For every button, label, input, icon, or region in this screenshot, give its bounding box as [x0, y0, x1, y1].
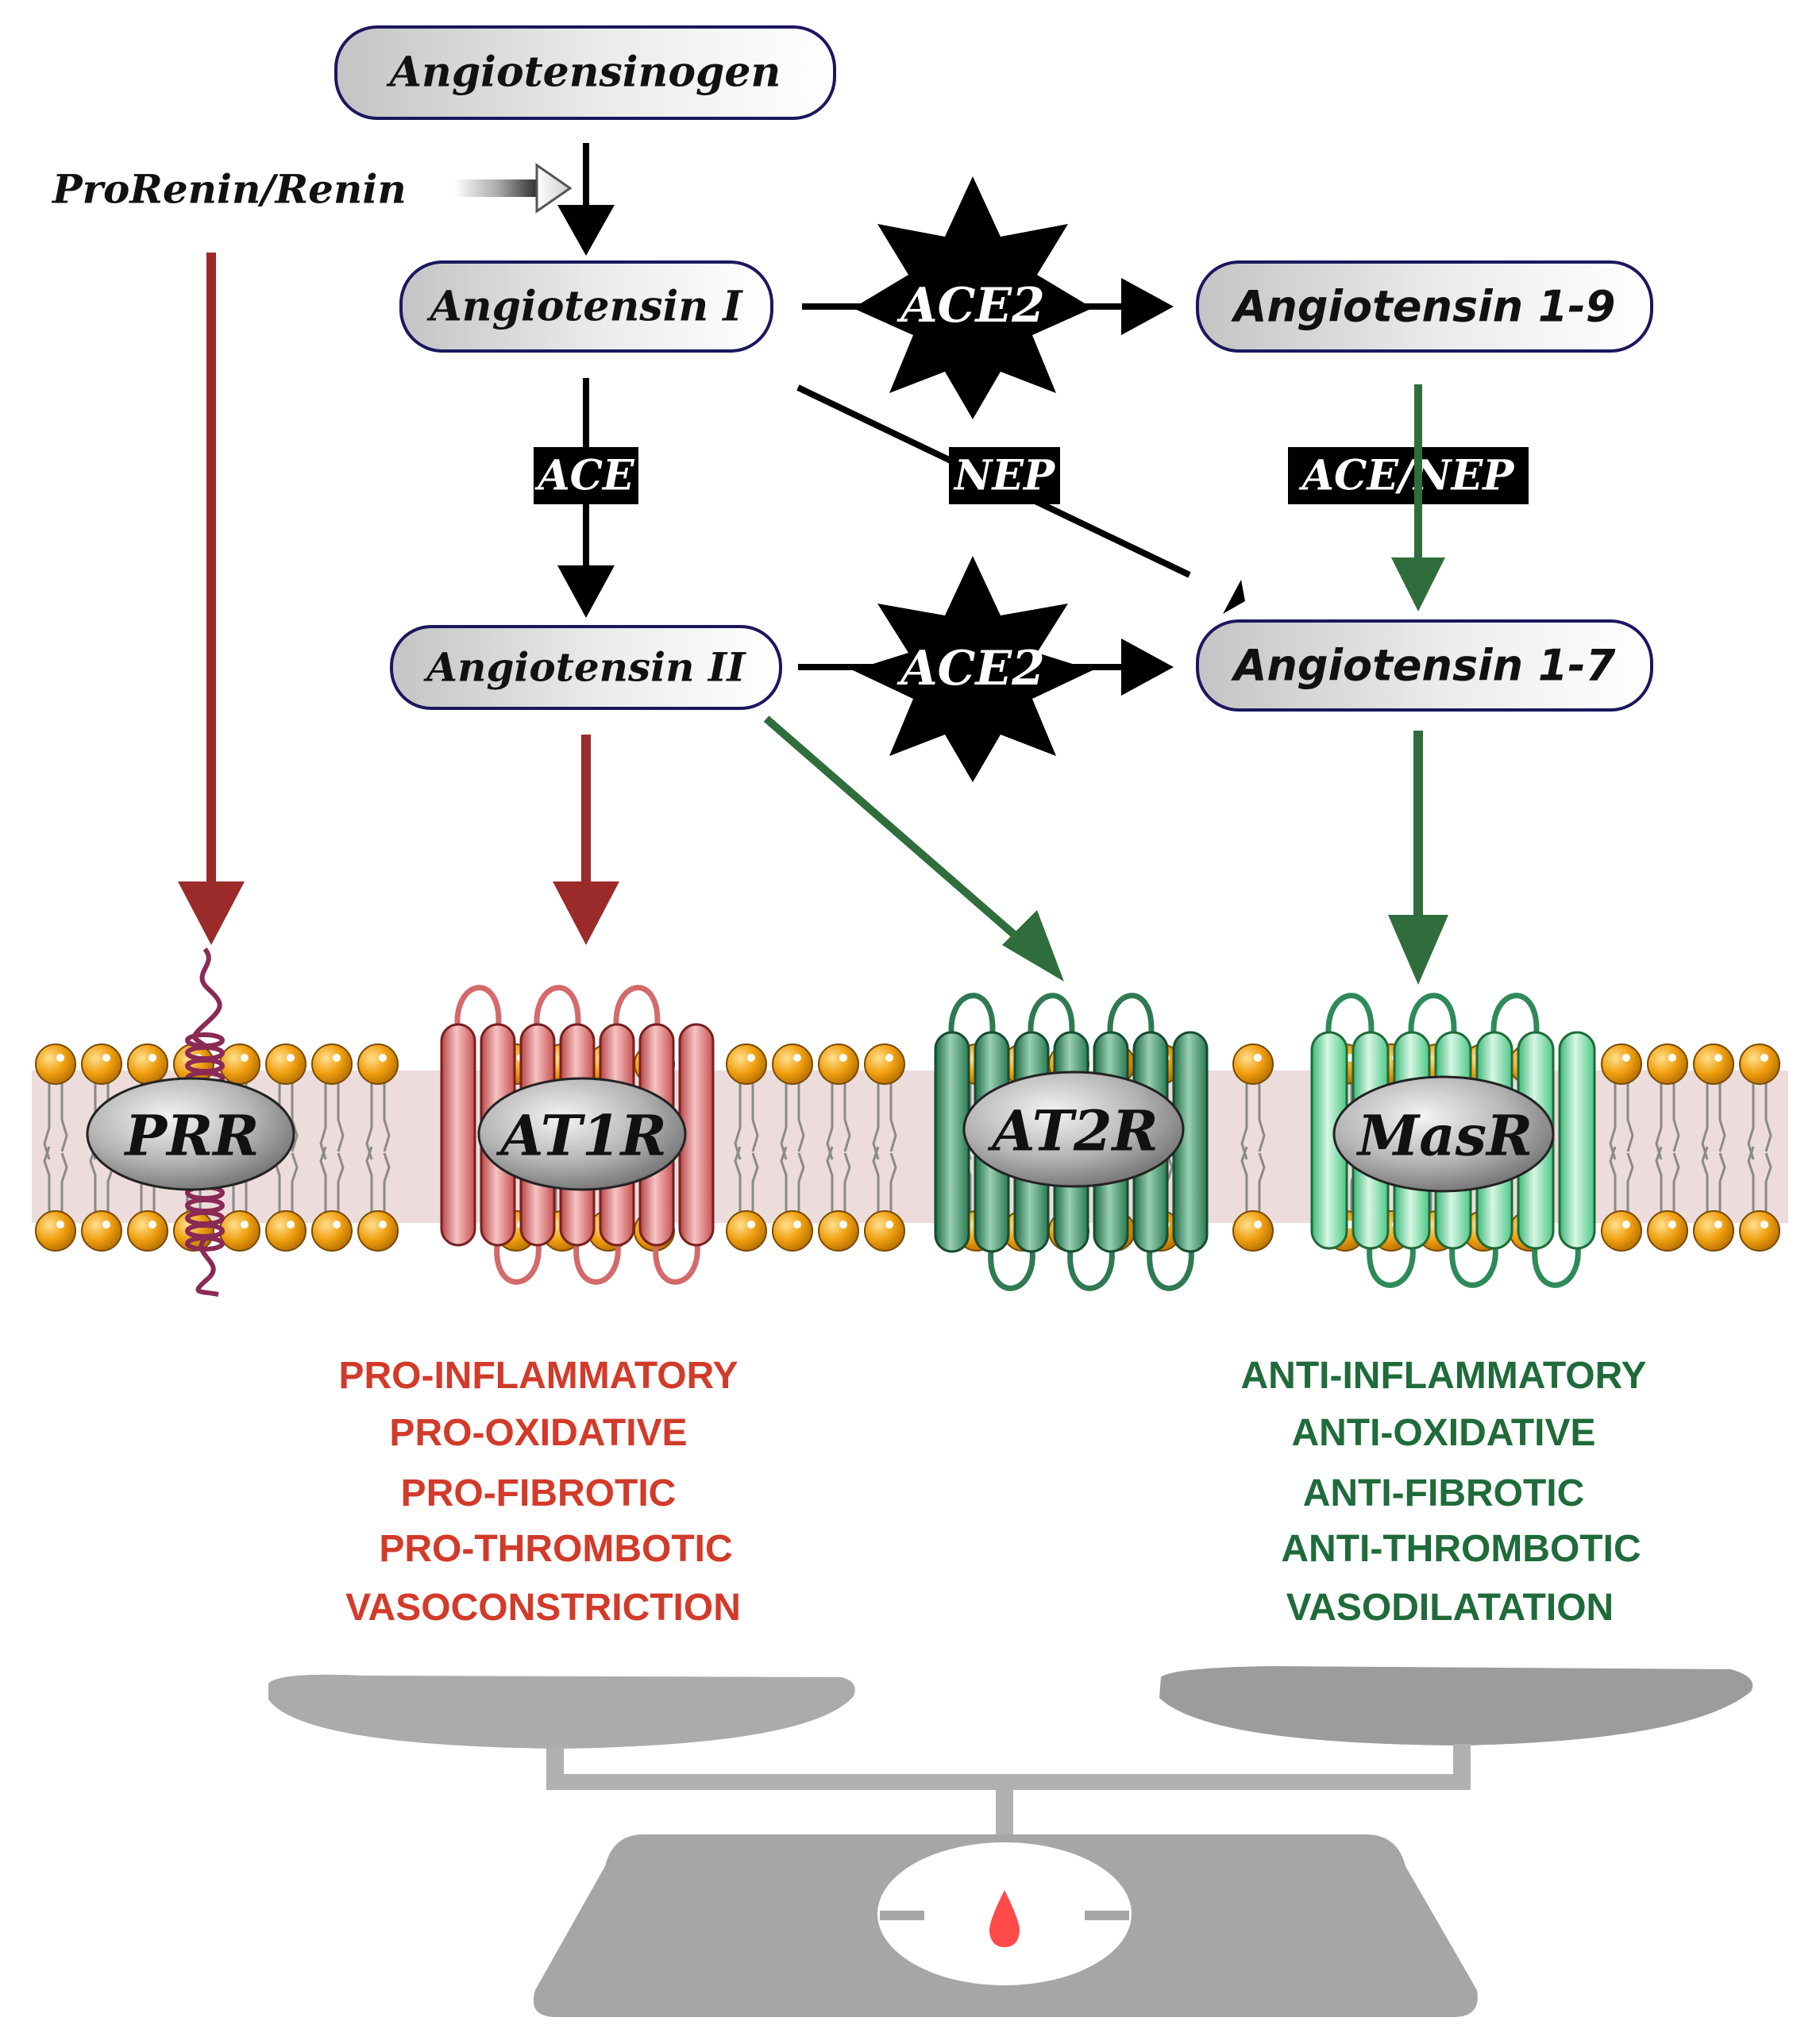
pro-effects: PRO-INFLAMMATORY PRO-OXIDATIVE PRO-FIBRO… — [338, 1355, 740, 1629]
prorenin-label: ProRenin/Renin — [51, 166, 407, 213]
receptor-at1r: AT1R — [440, 985, 715, 1285]
node-angiotensinogen: Angiotensinogen — [334, 25, 836, 120]
anti-effect-oxidative: ANTI-OXIDATIVE — [1291, 1412, 1595, 1454]
arrow-angiotensinogen-to-ang1 — [557, 143, 615, 256]
enzyme-ace2-bottom: ACE2 — [853, 556, 1093, 782]
node-angiotensin-ii: Angiotensin II — [390, 625, 782, 710]
ace2-top-label: ACE2 — [897, 278, 1045, 334]
pro-effect-oxidative: PRO-OXIDATIVE — [389, 1412, 687, 1454]
anti-effect-vasodilatation: VASODILATATION — [1286, 1587, 1614, 1629]
angiotensin-1-7-label: Angiotensin 1-7 — [1231, 641, 1616, 691]
arrow-ang17-to-masr — [1388, 731, 1448, 985]
node-angiotensin-1-9: Angiotensin 1-9 — [1196, 260, 1653, 353]
enzyme-ace2-top: ACE2 — [853, 176, 1093, 419]
at2r-loops — [948, 993, 1194, 1291]
needle-drop-icon — [989, 1890, 1020, 1947]
arrow-ang19-to-ang17 — [1391, 384, 1445, 611]
node-angiotensin-1-7: Angiotensin 1-7 — [1196, 619, 1653, 712]
receptor-prr: PRR — [86, 947, 295, 1297]
arrow-ang2-to-at2r — [763, 716, 1064, 982]
arrow-prorenin-to-prr — [178, 253, 245, 945]
pro-effect-vasoconstriction: VASOCONSTRICTION — [345, 1587, 741, 1629]
pro-effect-inflammatory: PRO-INFLAMMATORY — [338, 1355, 738, 1397]
balance-scale-icon — [268, 1666, 1753, 2017]
pro-effect-fibrotic: PRO-FIBROTIC — [401, 1472, 677, 1514]
masr-loops — [1325, 993, 1581, 1288]
at1r-label: AT1R — [495, 1103, 666, 1169]
at1r-loops — [454, 985, 700, 1285]
anti-effect-inflammatory: ANTI-INFLAMMATORY — [1240, 1355, 1646, 1397]
enzyme-ace-nep: ACE/NEP — [1288, 447, 1529, 504]
receptor-masr: MasR — [1310, 993, 1596, 1288]
masr-label: MasR — [1356, 1103, 1533, 1169]
ace2-bottom-label: ACE2 — [897, 641, 1045, 696]
arrow-renin — [454, 163, 573, 214]
arrow-ang2-to-at1r — [553, 735, 619, 945]
enzyme-nep: NEP — [949, 447, 1060, 504]
ace-nep-label: ACE/NEP — [1298, 452, 1516, 500]
angiotensin-ii-label: Angiotensin II — [423, 644, 746, 691]
anti-effects: ANTI-INFLAMMATORY ANTI-OXIDATIVE ANTI-FI… — [1240, 1355, 1646, 1629]
pro-effect-thrombotic: PRO-THROMBOTIC — [379, 1528, 732, 1570]
prr-label: PRR — [124, 1103, 260, 1169]
anti-effect-fibrotic: ANTI-FIBROTIC — [1303, 1472, 1585, 1514]
node-angiotensin-i: Angiotensin I — [399, 260, 773, 353]
receptor-at2r: AT2R — [934, 993, 1209, 1291]
angiotensinogen-label: Angiotensinogen — [386, 48, 781, 97]
enzyme-ace: ACE — [534, 447, 638, 504]
ace-label: ACE — [534, 452, 635, 500]
at2r-label: AT2R — [987, 1098, 1158, 1164]
anti-effect-thrombotic: ANTI-THROMBOTIC — [1281, 1528, 1641, 1570]
angiotensin-1-9-label: Angiotensin 1-9 — [1231, 282, 1616, 332]
angiotensin-i-label: Angiotensin I — [426, 283, 743, 331]
nep-label: NEP — [953, 452, 1056, 500]
